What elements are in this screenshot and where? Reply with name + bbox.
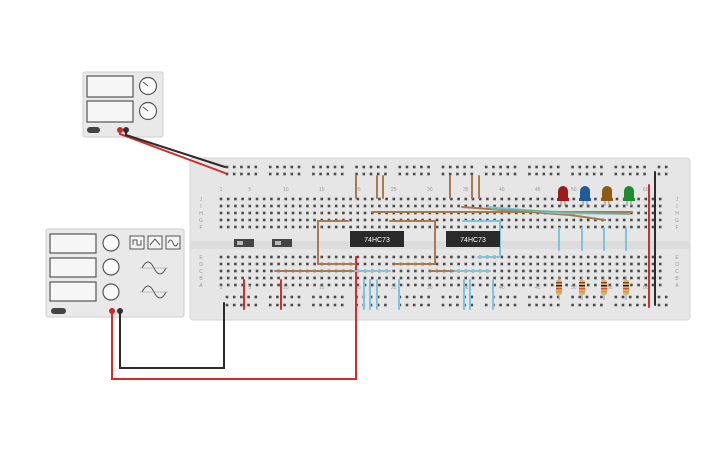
- row-letter-B-right: B: [675, 276, 679, 282]
- resistor-4[interactable]: [623, 276, 629, 300]
- column-number-5-top: 5: [248, 187, 251, 193]
- resistor-1[interactable]: [556, 276, 562, 300]
- resistors[interactable]: [556, 276, 629, 300]
- column-number-45-bottom: 45: [535, 285, 541, 291]
- amplitude-display: [49, 257, 97, 278]
- row-letter-A-right: A: [675, 283, 679, 289]
- wire-red-supply[interactable]: [119, 129, 226, 174]
- wire-brown-10[interactable]: [389, 220, 436, 265]
- column-number-20-bottom: 20: [355, 285, 361, 291]
- power-switch[interactable]: [87, 127, 100, 133]
- column-number-35-bottom: 35: [463, 285, 469, 291]
- column-number-30-bottom: 30: [427, 285, 433, 291]
- row-letter-E-left: E: [199, 255, 203, 261]
- column-number-40-bottom: 40: [499, 285, 505, 291]
- column-number-25-top: 25: [391, 187, 397, 193]
- wire-brown-7[interactable]: [317, 220, 349, 265]
- power-supply[interactable]: [82, 71, 164, 138]
- column-number-50-top: 50: [571, 187, 577, 193]
- column-number-1-bottom: 1: [220, 285, 223, 291]
- column-number-30-top: 30: [427, 187, 433, 193]
- row-letter-G-right: G: [675, 218, 679, 224]
- row-letter-H-right: H: [675, 211, 679, 217]
- ic-chip-1-label: 74HC73: [364, 237, 390, 244]
- column-number-60-top: 60: [643, 187, 649, 193]
- wires[interactable]: [111, 129, 656, 380]
- breadboard[interactable]: 1155101015152020252530303535404045455050…: [189, 157, 691, 321]
- row-letter-D-right: D: [675, 262, 679, 268]
- column-number-10-top: 10: [283, 187, 289, 193]
- square-wave-icon: [132, 239, 142, 246]
- row-letter-G-left: G: [199, 218, 203, 224]
- column-numbers: 1155101015152020252530303535404045455050…: [220, 187, 649, 291]
- voltage-display: [86, 75, 134, 98]
- row-letter-J-right: J: [676, 197, 679, 203]
- wire-black-generator[interactable]: [119, 302, 225, 369]
- column-number-20-top: 20: [355, 187, 361, 193]
- slide-switch-2[interactable]: [272, 239, 292, 247]
- column-number-40-top: 40: [499, 187, 505, 193]
- column-number-25-bottom: 25: [391, 285, 397, 291]
- led-2[interactable]: [579, 186, 591, 206]
- led-4[interactable]: [623, 186, 635, 206]
- column-number-10-bottom: 10: [283, 285, 289, 291]
- offset-display: [49, 281, 97, 302]
- ic-chip-2-label: 74HC73: [460, 237, 486, 244]
- led-3[interactable]: [601, 186, 613, 206]
- resistor-3[interactable]: [601, 276, 607, 300]
- amplitude-knob[interactable]: [102, 258, 120, 276]
- row-letter-C-right: C: [675, 269, 679, 275]
- frequency-display: [49, 233, 97, 254]
- leds[interactable]: [557, 186, 635, 206]
- wire-green-1[interactable]: [491, 208, 631, 215]
- function-generator[interactable]: [45, 228, 185, 318]
- triangle-wave-button[interactable]: [147, 235, 163, 250]
- column-number-55-bottom: 55: [607, 285, 613, 291]
- sine-wave-icon: [167, 239, 179, 247]
- row-letter-I-right: I: [676, 204, 677, 210]
- wire-red-generator[interactable]: [111, 256, 357, 380]
- column-number-35-top: 35: [463, 187, 469, 193]
- row-letter-F-left: F: [199, 225, 202, 231]
- ic-chip-1[interactable]: 74HC73: [350, 231, 404, 247]
- column-number-5-bottom: 5: [248, 285, 251, 291]
- led-1[interactable]: [557, 186, 569, 206]
- column-number-45-top: 45: [535, 187, 541, 193]
- current-display: [86, 100, 134, 123]
- slide-switch-1[interactable]: [234, 239, 254, 247]
- row-letter-A-left: A: [199, 283, 203, 289]
- row-letter-J-left: J: [200, 197, 203, 203]
- row-letter-C-left: C: [199, 269, 203, 275]
- generator-power-switch[interactable]: [51, 308, 66, 314]
- row-letter-H-left: H: [199, 211, 203, 217]
- row-letter-B-left: B: [199, 276, 203, 282]
- ic-chip-2[interactable]: 74HC73: [446, 231, 500, 247]
- frequency-knob[interactable]: [102, 234, 120, 252]
- column-number-15-bottom: 15: [319, 285, 325, 291]
- column-number-15-top: 15: [319, 187, 325, 193]
- column-number-1-top: 1: [220, 187, 223, 193]
- row-letter-I-left: I: [200, 204, 201, 210]
- column-number-50-bottom: 50: [571, 285, 577, 291]
- wire-black-supply[interactable]: [125, 129, 226, 168]
- resistor-2[interactable]: [579, 276, 585, 300]
- row-letter-E-right: E: [675, 255, 679, 261]
- offset-knob[interactable]: [102, 283, 120, 301]
- triangle-wave-icon: [149, 238, 161, 246]
- column-number-60-bottom: 60: [643, 285, 649, 291]
- row-letter-F-right: F: [675, 225, 678, 231]
- row-letter-D-left: D: [199, 262, 203, 268]
